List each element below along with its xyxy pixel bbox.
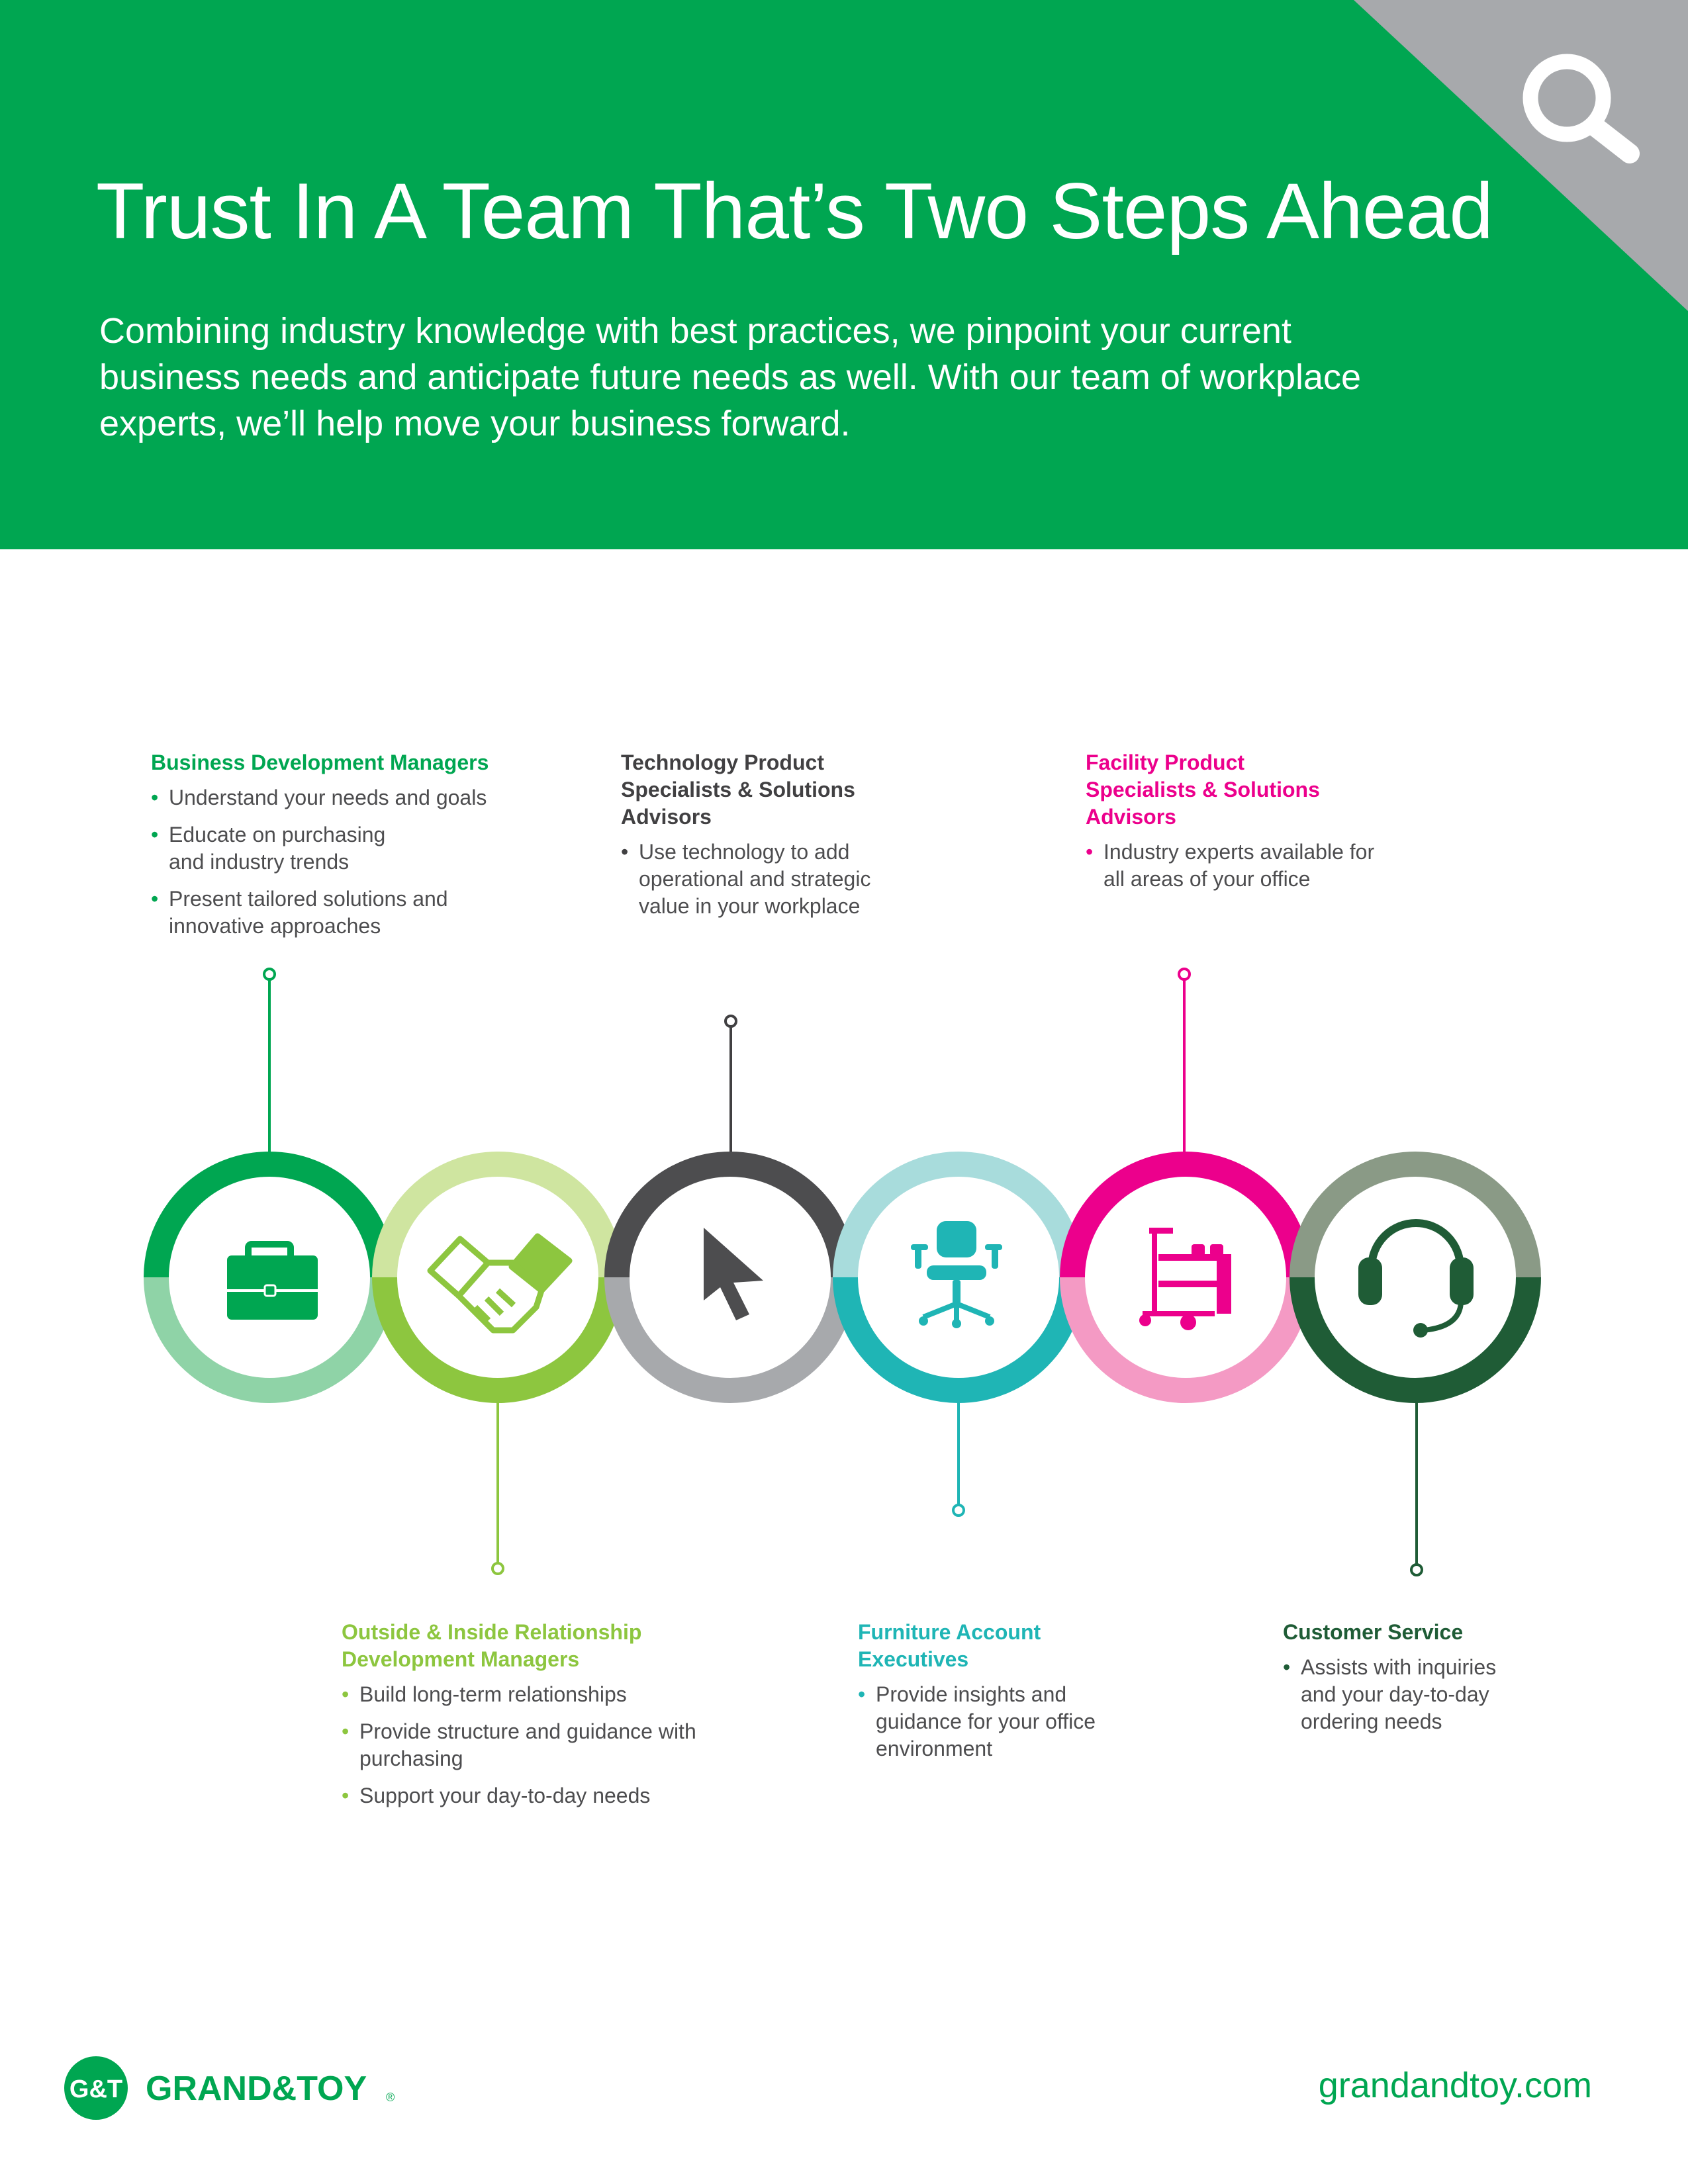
role-title: Outside & Inside Relationship Developmen… [342,1620,642,1671]
handshake-icon [427,1233,573,1334]
bullet-item: Assists with inquiries and your day-to-d… [1283,1654,1526,1735]
headset-icon [1358,1219,1474,1338]
bullet-item: Use technology to add operational and st… [621,839,897,920]
ring-customer-service [1289,1152,1541,1403]
logo-registered-mark: ® [386,2091,395,2104]
ring-furniture [833,1152,1084,1403]
header-corner [1354,0,1688,311]
bullet-list: Understand your needs and goals Educate … [151,784,522,940]
bullet-item: Educate on purchasing and industry trend… [151,821,420,876]
connector-customer-service [1410,1394,1423,1576]
website-link[interactable]: grandandtoy.com [1318,2066,1592,2105]
header-banner: Trust In A Team That’s Two Steps Ahead C… [0,0,1688,549]
magnifier-icon [1523,54,1640,163]
ring-business-development [144,1152,395,1403]
connector-business-development [263,968,276,1153]
role-relationship-development: Outside & Inside Relationship Developmen… [342,1619,712,1819]
grand-and-toy-logo: G&T GRAND&TOY ® [64,2056,395,2120]
role-title: Facility Product Specialists & Solutions… [1086,751,1320,829]
ring-relationship-development [372,1152,624,1403]
cursor-icon [704,1228,763,1320]
bullet-list: Use technology to add operational and st… [621,839,912,920]
connector-facility [1178,968,1191,1153]
role-title: Business Development Managers [151,751,489,774]
role-business-development: Business Development Managers Understand… [151,749,522,950]
logo-mark-text: G&T [70,2075,122,2103]
role-title: Technology Product Specialists & Solutio… [621,751,855,829]
logo-brand-text: GRAND&TOY [146,2070,367,2108]
role-customer-service: Customer Service Assists with inquiries … [1283,1619,1534,1745]
role-furniture: Furniture Account Executives Provide ins… [858,1619,1136,1772]
bullet-item: Present tailored solutions and innovativ… [151,886,453,940]
bullet-list: Build long-term relationships Provide st… [342,1681,712,1809]
connector-technology [724,1015,737,1153]
bullet-list: Provide insights and guidance for your o… [858,1681,1136,1762]
bullet-item: Provide insights and guidance for your o… [858,1681,1141,1762]
bullet-item: Industry experts available for all areas… [1086,839,1375,893]
bullet-list: Industry experts available for all areas… [1086,839,1390,893]
role-technology: Technology Product Specialists & Solutio… [621,749,912,930]
connector-relationship-development [491,1394,504,1575]
bullet-item: Support your day-to-day needs [342,1782,712,1809]
page-title: Trust In A Team That’s Two Steps Ahead [96,167,1493,255]
role-facility: Facility Product Specialists & Solutions… [1086,749,1390,903]
connector-furniture [952,1394,965,1517]
ring-technology [604,1152,856,1403]
logo-mark-circle [64,2056,128,2120]
intro-paragraph: Combining industry knowledge with best p… [99,311,1362,443]
role-title: Furniture Account Executives [858,1620,1041,1671]
bullet-item: Build long-term relationships [342,1681,712,1708]
janitorial-cart-icon [1139,1228,1231,1330]
briefcase-icon [227,1241,318,1320]
bullet-item: Understand your needs and goals [151,784,522,811]
office-chair-icon [911,1221,1002,1328]
bullet-item: Provide structure and guidance with purc… [342,1718,704,1772]
bullet-list: Assists with inquiries and your day-to-d… [1283,1654,1534,1735]
role-title: Customer Service [1283,1620,1464,1644]
ring-facility [1060,1152,1311,1403]
